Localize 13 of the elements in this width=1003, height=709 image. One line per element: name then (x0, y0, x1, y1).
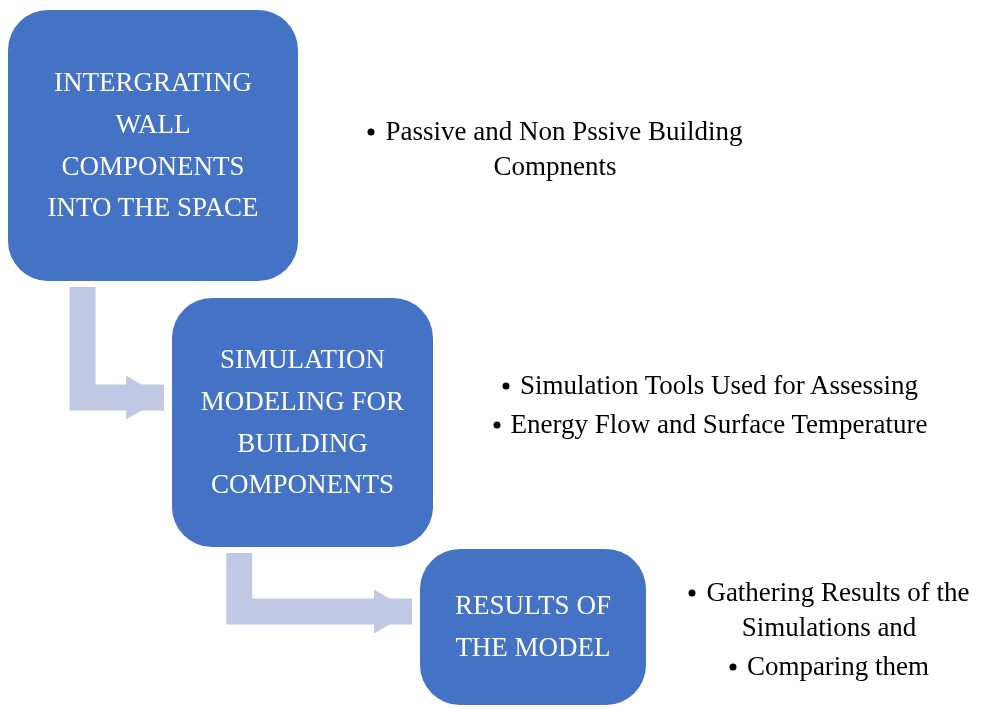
step-title: RESULTS OF THE MODEL (454, 589, 612, 664)
bent-arrow (226, 553, 412, 634)
process-box (420, 549, 646, 705)
process-box (172, 298, 433, 547)
process-box (8, 10, 298, 281)
bent-arrow (69, 287, 164, 420)
step-title: INTERGRATING WALL COMPONENTS INTO THE SPACE (46, 65, 260, 225)
bullet-text: Comparing them (746, 651, 930, 682)
bullet-text: Simulation Tools Used for Assessing (519, 370, 919, 400)
bullet-text: Gathering Results of the Simulations and (706, 577, 970, 643)
bullet-text: Passive and Non Pssive Building Compnents (385, 116, 743, 182)
step-title: SIMULATION MODELING FOR BUILDING COMPONENTS (199, 342, 406, 502)
bullet-text: Energy Flow and Surface Temperature (510, 409, 928, 440)
